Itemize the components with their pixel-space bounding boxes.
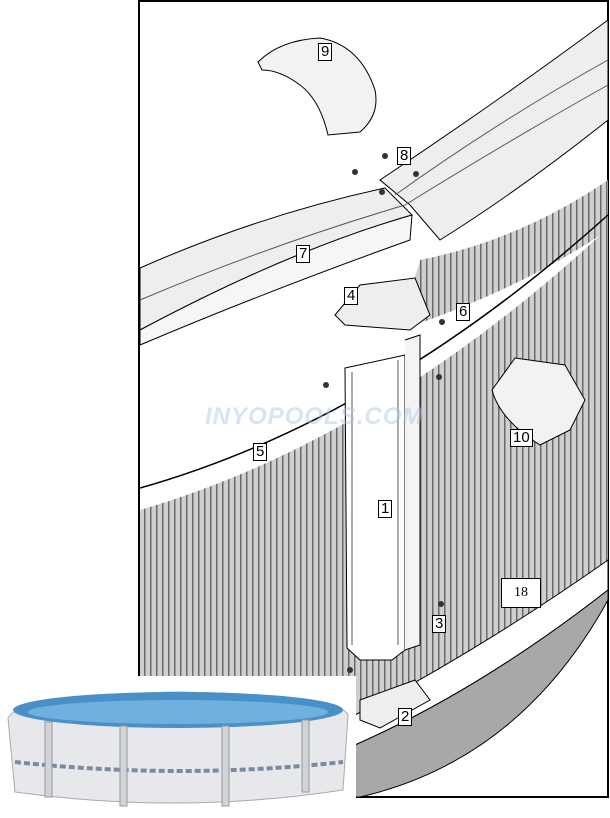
pool-wall-upper [400, 180, 608, 330]
part-label-10[interactable]: 10 [510, 429, 533, 447]
upright [344, 354, 406, 661]
part-label-6[interactable]: 6 [456, 303, 471, 321]
part-label-1[interactable]: 1 [378, 500, 393, 518]
watermark: INYOPOOLS.COM [205, 403, 424, 430]
part-label-3[interactable]: 3 [432, 615, 447, 633]
pool-photo [7, 691, 349, 807]
part-label-5[interactable]: 5 [253, 443, 268, 461]
part-label-18[interactable]: 18 [501, 578, 541, 608]
ground-band [354, 588, 609, 798]
part-label-4[interactable]: 4 [344, 287, 359, 305]
screws [323, 153, 445, 673]
top-cap [257, 37, 377, 136]
part-label-2[interactable]: 2 [398, 708, 413, 726]
top-plate [334, 277, 431, 331]
part-label-7[interactable]: 7 [296, 245, 311, 263]
part-label-9[interactable]: 9 [318, 43, 333, 61]
part-label-8[interactable]: 8 [397, 147, 412, 165]
